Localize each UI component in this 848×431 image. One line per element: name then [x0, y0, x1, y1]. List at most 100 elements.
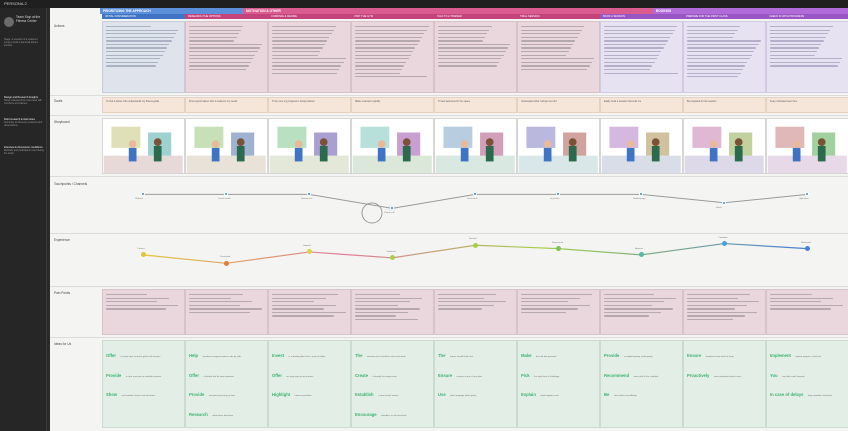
- emotion-marker: [555, 246, 561, 252]
- action-card[interactable]: [683, 21, 766, 93]
- opportunity-card[interactable]: Offer a simple quiz to match goals with …: [102, 340, 185, 428]
- pain-point-card[interactable]: [600, 289, 683, 335]
- text-line: [604, 26, 677, 28]
- row-label-touchpoints: Touchpoints / Channels: [54, 182, 88, 186]
- row-label-opportunities: Ideas for Us: [54, 342, 72, 346]
- touchpoint-label: Gym floor: [799, 198, 809, 201]
- emotion-label: Confused: [386, 250, 396, 253]
- opportunity-list: Invest in a booking flow that is easy to…: [269, 341, 350, 406]
- storyboard-illustration: [766, 118, 848, 174]
- touchpoint-marker[interactable]: [556, 192, 561, 197]
- row-divider: [50, 233, 848, 234]
- action-card[interactable]: [434, 21, 517, 93]
- text-line: [438, 33, 488, 35]
- text-line: [189, 43, 262, 46]
- person-head: [626, 140, 635, 148]
- text-line: [272, 72, 337, 74]
- action-card[interactable]: [517, 21, 600, 93]
- step-header: Prepare for the first class: [683, 14, 766, 19]
- opportunity-item: Create a friendly first impression: [355, 364, 430, 382]
- action-card[interactable]: [766, 21, 848, 93]
- floor-shape: [684, 155, 764, 173]
- opportunity-item: Research what drives decisions: [189, 403, 264, 421]
- floor-shape: [352, 155, 432, 173]
- pain-point-card[interactable]: [351, 289, 434, 335]
- touchpoint-marker[interactable]: [141, 192, 146, 197]
- pain-point-card[interactable]: [268, 289, 351, 335]
- experience-curve: [143, 242, 808, 264]
- goal-card[interactable]: To feel welcomed in the space: [434, 97, 517, 113]
- touchpoint-marker[interactable]: [805, 192, 810, 197]
- text-line: [189, 33, 239, 35]
- goal-card[interactable]: Understand what I will get out of it: [517, 97, 600, 113]
- text-line: [438, 297, 485, 299]
- text-line: [272, 58, 346, 60]
- touchpoint-marker[interactable]: [473, 192, 478, 197]
- sidebar-block-insights: Design and Research Insights Notes colle…: [4, 96, 44, 106]
- goal-card[interactable]: Be prepared for the session: [683, 97, 766, 113]
- touchpoint-marker[interactable]: [390, 206, 395, 211]
- row-divider: [50, 176, 848, 177]
- action-card[interactable]: [600, 21, 683, 93]
- goal-card[interactable]: To be sure my progress is being tracked: [268, 97, 351, 113]
- goal-card[interactable]: Keep motivated over time: [766, 97, 848, 113]
- row-label-storyboard: Storyboard: [54, 120, 70, 124]
- pain-point-card[interactable]: [683, 289, 766, 335]
- action-card[interactable]: [351, 21, 434, 93]
- person-head: [236, 138, 245, 146]
- opportunity-card[interactable]: Invest in a booking flow that is easy to…: [268, 340, 351, 428]
- floor-shape: [269, 155, 349, 173]
- pain-point-card[interactable]: [517, 289, 600, 335]
- opportunity-keyword: Research: [189, 411, 208, 417]
- text-line: [272, 301, 315, 303]
- pain-point-card[interactable]: [766, 289, 848, 335]
- opportunity-text: an easy way to rate trainers: [286, 375, 314, 378]
- person-body: [568, 146, 577, 162]
- touchpoint-marker[interactable]: [639, 192, 644, 197]
- person-head: [568, 138, 577, 146]
- goal-card[interactable]: Easily book a session that suits me: [600, 97, 683, 113]
- pain-point-card[interactable]: [102, 289, 185, 335]
- text-line: [770, 36, 826, 38]
- persona-avatar: [4, 17, 14, 27]
- goal-card[interactable]: Find a good trainer who is suited to my …: [185, 97, 268, 113]
- text-line: [687, 311, 758, 314]
- action-card[interactable]: [268, 21, 351, 93]
- floor-shape: [435, 155, 515, 173]
- text-line: [106, 43, 170, 46]
- opportunity-keyword: Be: [604, 392, 610, 398]
- action-card[interactable]: [102, 21, 185, 93]
- text-line: [770, 40, 824, 42]
- person-body: [319, 146, 328, 162]
- touchpoint-marker[interactable]: [224, 192, 229, 197]
- touchpoint-marker[interactable]: [307, 192, 312, 197]
- goal-card[interactable]: Make a decision quickly: [351, 97, 434, 113]
- opportunity-card[interactable]: The welcome tour should be short and war…: [351, 340, 434, 428]
- opportunity-item: Highlight trainer specialties: [272, 383, 347, 401]
- document-tab[interactable]: PERSONA 2: [4, 1, 27, 6]
- touchpoint-marker[interactable]: [722, 200, 727, 205]
- sidebar-block-heading: Design and Research Insights: [4, 96, 39, 99]
- pain-point-card[interactable]: [434, 289, 517, 335]
- opportunity-text: can offer small rewards: [782, 375, 805, 378]
- opportunity-keyword: Highlight: [272, 392, 291, 398]
- goal-card[interactable]: To find a trainer who understands my fit…: [102, 97, 185, 113]
- action-text-lines: [355, 26, 430, 80]
- opportunity-keyword: Provide: [106, 372, 122, 378]
- text-line: [106, 26, 151, 28]
- text-line: [355, 43, 418, 46]
- goal-text: Understand what I will get out of it: [521, 100, 557, 103]
- opportunity-item: Pick the right level of challenge: [521, 364, 596, 382]
- text-line: [438, 43, 511, 46]
- opportunity-item: Offer an easy way to rate trainers: [272, 364, 347, 382]
- text-line: [438, 54, 504, 56]
- pain-point-card[interactable]: [185, 289, 268, 335]
- text-line: [106, 304, 179, 306]
- opportunity-card[interactable]: Help members compare trainers side by si…: [185, 340, 268, 428]
- action-card[interactable]: [185, 21, 268, 93]
